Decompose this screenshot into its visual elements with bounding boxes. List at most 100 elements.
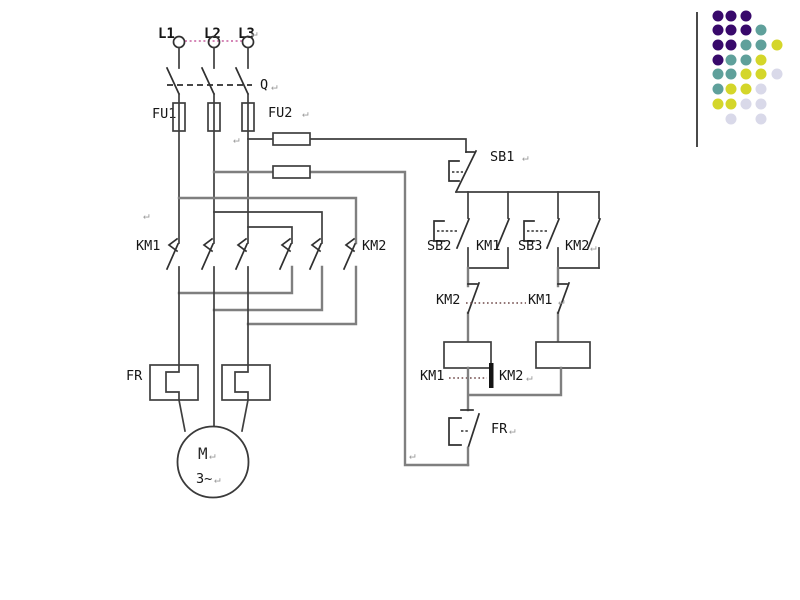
return-mark: ↵ xyxy=(233,133,240,146)
fuse-fu1-phase3 xyxy=(241,102,255,132)
fuse-fu1-phase2 xyxy=(207,102,221,132)
sb1-actuator-e xyxy=(448,160,460,182)
fr-contact-blade xyxy=(466,412,481,450)
decor-dot xyxy=(725,39,737,51)
return-mark: ↵ xyxy=(590,241,597,254)
decor-dot xyxy=(755,24,767,36)
label-km1-aux: KM1 xyxy=(476,238,500,254)
label-km2-coil: KM2 xyxy=(499,368,523,384)
km2-feed-taps xyxy=(177,196,358,245)
fuse-fu1-phase1 xyxy=(172,102,186,132)
return-mark: ↵ xyxy=(143,209,150,222)
km2-coil: KM2 xyxy=(499,341,591,384)
fuse-label-fu1: FU1 xyxy=(152,106,176,122)
decor-dot xyxy=(771,68,783,80)
decor-dots xyxy=(712,10,783,125)
sb3-blade xyxy=(545,217,561,250)
decor-dot xyxy=(712,10,724,22)
tap-phase3-to-km2 xyxy=(247,226,293,244)
decor-dot xyxy=(725,68,737,80)
label-km1-interlock: KM1 xyxy=(528,292,552,308)
decor-dot xyxy=(725,54,737,66)
km1-interlock-contact: KM1 xyxy=(528,266,571,344)
fr-overload-contact: FR xyxy=(448,409,508,467)
label-km2-interlock: KM2 xyxy=(436,292,460,308)
label-sb2: SB2 xyxy=(427,238,451,254)
phase-lines-upper xyxy=(178,93,249,244)
motor-circle xyxy=(176,425,250,499)
km2-coil-box xyxy=(535,341,591,369)
tap-phase2-to-km2 xyxy=(213,211,323,244)
km1-fixed-contact-chevrons xyxy=(167,237,248,253)
label-sb3: SB3 xyxy=(518,238,542,254)
switch-label-q: Q xyxy=(260,77,268,93)
start-button-sb2: SB2 xyxy=(427,191,471,269)
fuse-fu2: FU2 xyxy=(212,105,470,467)
fuse-label-fu2: FU2 xyxy=(268,105,292,121)
decor-dot xyxy=(771,39,783,51)
return-mark: ↵ xyxy=(302,107,309,120)
decor-dot xyxy=(712,54,724,66)
tap-phase1-to-km2 xyxy=(177,196,358,245)
disconnect-switch-q: Q xyxy=(165,66,268,96)
sb2-blade xyxy=(455,217,471,250)
contactor-km2-main-contacts: KM2 xyxy=(177,237,386,326)
motor-label-3ph: 3~ xyxy=(196,471,212,487)
terminal-circle-l1 xyxy=(172,35,186,49)
decor-dot xyxy=(755,68,767,80)
decor-dot xyxy=(755,54,767,66)
return-mark: ↵ xyxy=(509,424,516,437)
motor-feed-lines xyxy=(178,399,249,432)
km1-coil: KM1 xyxy=(420,341,492,384)
return-mark: ↵ xyxy=(558,295,565,308)
fr-heater-box-right xyxy=(221,364,271,401)
km1-aux-blade xyxy=(495,217,511,250)
phase1-with-heater-detour xyxy=(165,266,180,401)
label-km2-main: KM2 xyxy=(362,238,386,254)
return-mark: ↵ xyxy=(214,473,221,486)
control-supply-wire xyxy=(247,138,467,153)
decor-dot xyxy=(740,24,752,36)
decor-dot xyxy=(712,39,724,51)
return-marks: ↵ ↵ ↵ ↵ ↵ ↵ ↵ ↵ ↵ ↵ ↵ ↵ ↵ xyxy=(143,27,597,486)
decor-dot xyxy=(740,54,752,66)
km1-coil-box xyxy=(443,341,492,369)
thermal-relay-fr-heaters: FR xyxy=(126,266,271,428)
contactor-km1-main-contacts: KM1 xyxy=(136,237,249,271)
decor-dot xyxy=(725,10,737,22)
decor-dot xyxy=(740,98,752,110)
decor-dot xyxy=(740,39,752,51)
label-fr-aux: FR xyxy=(491,421,508,437)
decor-dot xyxy=(740,68,752,80)
label-km2-aux: KM2 xyxy=(565,238,589,254)
fuse-fu2-lower xyxy=(272,165,311,179)
cursor-bar-mark xyxy=(489,363,494,388)
fr-thermal-bracket xyxy=(448,417,462,446)
km2-interlock-blade xyxy=(466,281,481,315)
return-mark: ↵ xyxy=(409,449,416,462)
motor-m: M 3~ xyxy=(176,399,250,499)
return-mark: ↵ xyxy=(526,371,533,384)
phase3-with-heater-detour xyxy=(234,266,249,401)
decor-dot xyxy=(712,83,724,95)
sb1-blade xyxy=(454,149,478,194)
return-mark: ↵ xyxy=(522,151,529,164)
decor-dot xyxy=(755,113,767,125)
label-sb1: SB1 xyxy=(490,149,514,165)
motor-label-m: M xyxy=(198,444,208,463)
label-fr-main: FR xyxy=(126,368,143,384)
terminal-label-l1: L1 xyxy=(158,26,175,42)
decor-dot xyxy=(740,10,752,22)
km2-aux-contact: KM2 xyxy=(565,191,602,269)
km1-aux-contact: KM1 xyxy=(476,191,511,269)
sb3-actuator-e xyxy=(523,220,535,242)
switch-blades xyxy=(165,66,250,96)
decor-dot xyxy=(755,39,767,51)
terminal-leads xyxy=(178,47,249,69)
return-mark: ↵ xyxy=(251,27,258,40)
sb2-actuator-e xyxy=(433,220,445,242)
fuse-fu1: FU1 xyxy=(152,93,255,244)
decor-dot xyxy=(740,83,752,95)
